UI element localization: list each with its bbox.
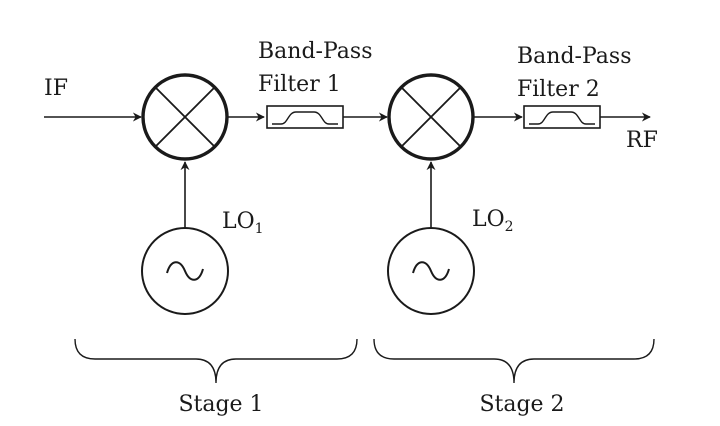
- band-pass-filter-2: [523, 105, 601, 129]
- lo1-label: LO1: [222, 209, 264, 237]
- sine-wave-icon: [166, 261, 204, 281]
- oscillator-1: [141, 227, 229, 315]
- stage-2-label: Stage 2: [479, 392, 564, 417]
- filter-2-label-line2: Filter 2: [517, 77, 600, 102]
- stage-2-brace: [373, 338, 655, 384]
- stage-1-brace: [74, 338, 358, 384]
- filter-1-label-line2: Filter 1: [258, 72, 341, 97]
- sine-wave-icon: [412, 261, 450, 281]
- filter-2-label-line1: Band-Pass: [517, 44, 631, 69]
- mixer-2: [387, 73, 475, 161]
- band-pass-filter-1: [266, 105, 344, 129]
- rf-label: RF: [626, 128, 658, 153]
- if-label: IF: [44, 76, 68, 101]
- filter-1-label-line1: Band-Pass: [258, 39, 372, 64]
- stage-1-label: Stage 1: [178, 392, 263, 417]
- oscillator-2: [387, 227, 475, 315]
- mixer-1: [141, 73, 229, 161]
- lo2-label: LO2: [472, 207, 514, 235]
